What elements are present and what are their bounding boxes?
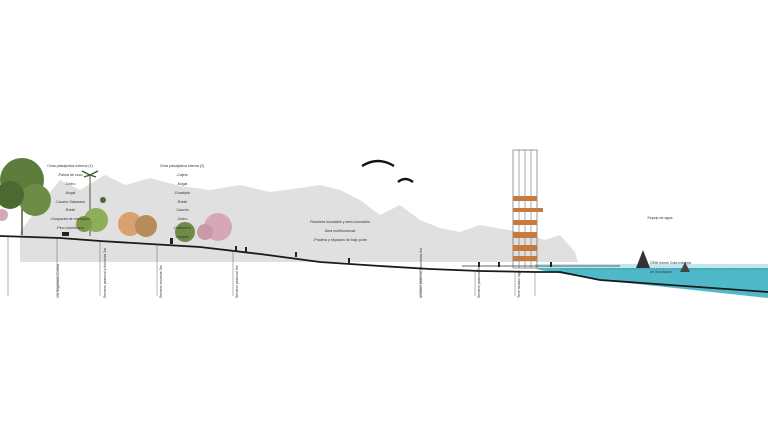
section-label: Vía Sogamoso-Cuítiva xyxy=(56,264,60,298)
paragliders xyxy=(361,159,414,183)
plaza-line: Plazoleta Inundable y semi-inundable xyxy=(310,220,370,225)
flora-external-item: -Palma de coco xyxy=(57,173,83,178)
water-label-text: Espejo de agua xyxy=(647,216,673,221)
water-surface xyxy=(535,264,768,268)
flora-internal-item: -Carbonero xyxy=(172,226,192,231)
water-level-line: 2598 msnm Cota máxima xyxy=(650,261,691,266)
section-label: Sendero peatonal y bicicletas 3m xyxy=(103,248,107,298)
plaza-line: Área multifuncional xyxy=(324,229,356,234)
water-label: Espejo de agua xyxy=(640,212,680,221)
flora-external-item: -Cedro xyxy=(64,182,76,187)
plaza-line: -Pradera y espacios de bajo porte xyxy=(313,238,367,243)
observation-tower xyxy=(512,149,543,269)
flora-external-item: -Roble xyxy=(64,208,76,213)
section-label: Sendero peatonal 3m xyxy=(235,265,239,298)
flora-external-item: -Nogal xyxy=(64,190,76,195)
flora-internal-item: -Caucho xyxy=(175,208,189,213)
flora-internal-item: -Cajeto xyxy=(176,173,188,178)
sailboats xyxy=(636,250,690,272)
flora-internal-item: -Roble xyxy=(176,199,188,204)
flora-external-item: -Guayacán de manizales xyxy=(50,217,90,222)
flora-external-item: -Pino colombiano xyxy=(56,226,84,231)
flora-external-note: Cinta paisajística externa (1) -Palma de… xyxy=(40,160,100,231)
tree-group-left xyxy=(0,158,108,236)
mountain-silhouette xyxy=(20,175,578,262)
flora-internal-item: -Nogal xyxy=(176,182,188,187)
section-label: Torre mirador lago xyxy=(517,270,521,298)
tree-group-middle xyxy=(118,212,232,242)
flora-internal-title: Cinta paisajística interna (2) xyxy=(159,164,205,169)
section-label: Andador peatonal y bicicletas 6m xyxy=(419,248,423,298)
water-level-line: de inundación xyxy=(650,270,673,275)
people-figures xyxy=(62,232,552,267)
flora-internal-item: -Eucalipto xyxy=(174,190,190,195)
flora-external-item: -Caucho Sabanero xyxy=(54,199,86,204)
water-level-note: 2598 msnm Cota máxima de inundación xyxy=(650,257,700,275)
section-label: Sendero peatonal 3m xyxy=(477,265,481,298)
flora-internal-item: -Cedro xyxy=(176,217,188,222)
section-markers xyxy=(7,236,536,296)
flora-internal-item: -Arrayán xyxy=(175,234,189,239)
plaza-note: Plazoleta Inundable y semi-inundable Áre… xyxy=(300,216,380,242)
section-label: Sendero ecuestre 3m xyxy=(159,265,163,298)
flora-internal-note: Cinta paisajística interna (2) -Cajeto -… xyxy=(152,160,212,239)
flora-external-title: Cinta paisajística externa (1) xyxy=(47,164,93,169)
